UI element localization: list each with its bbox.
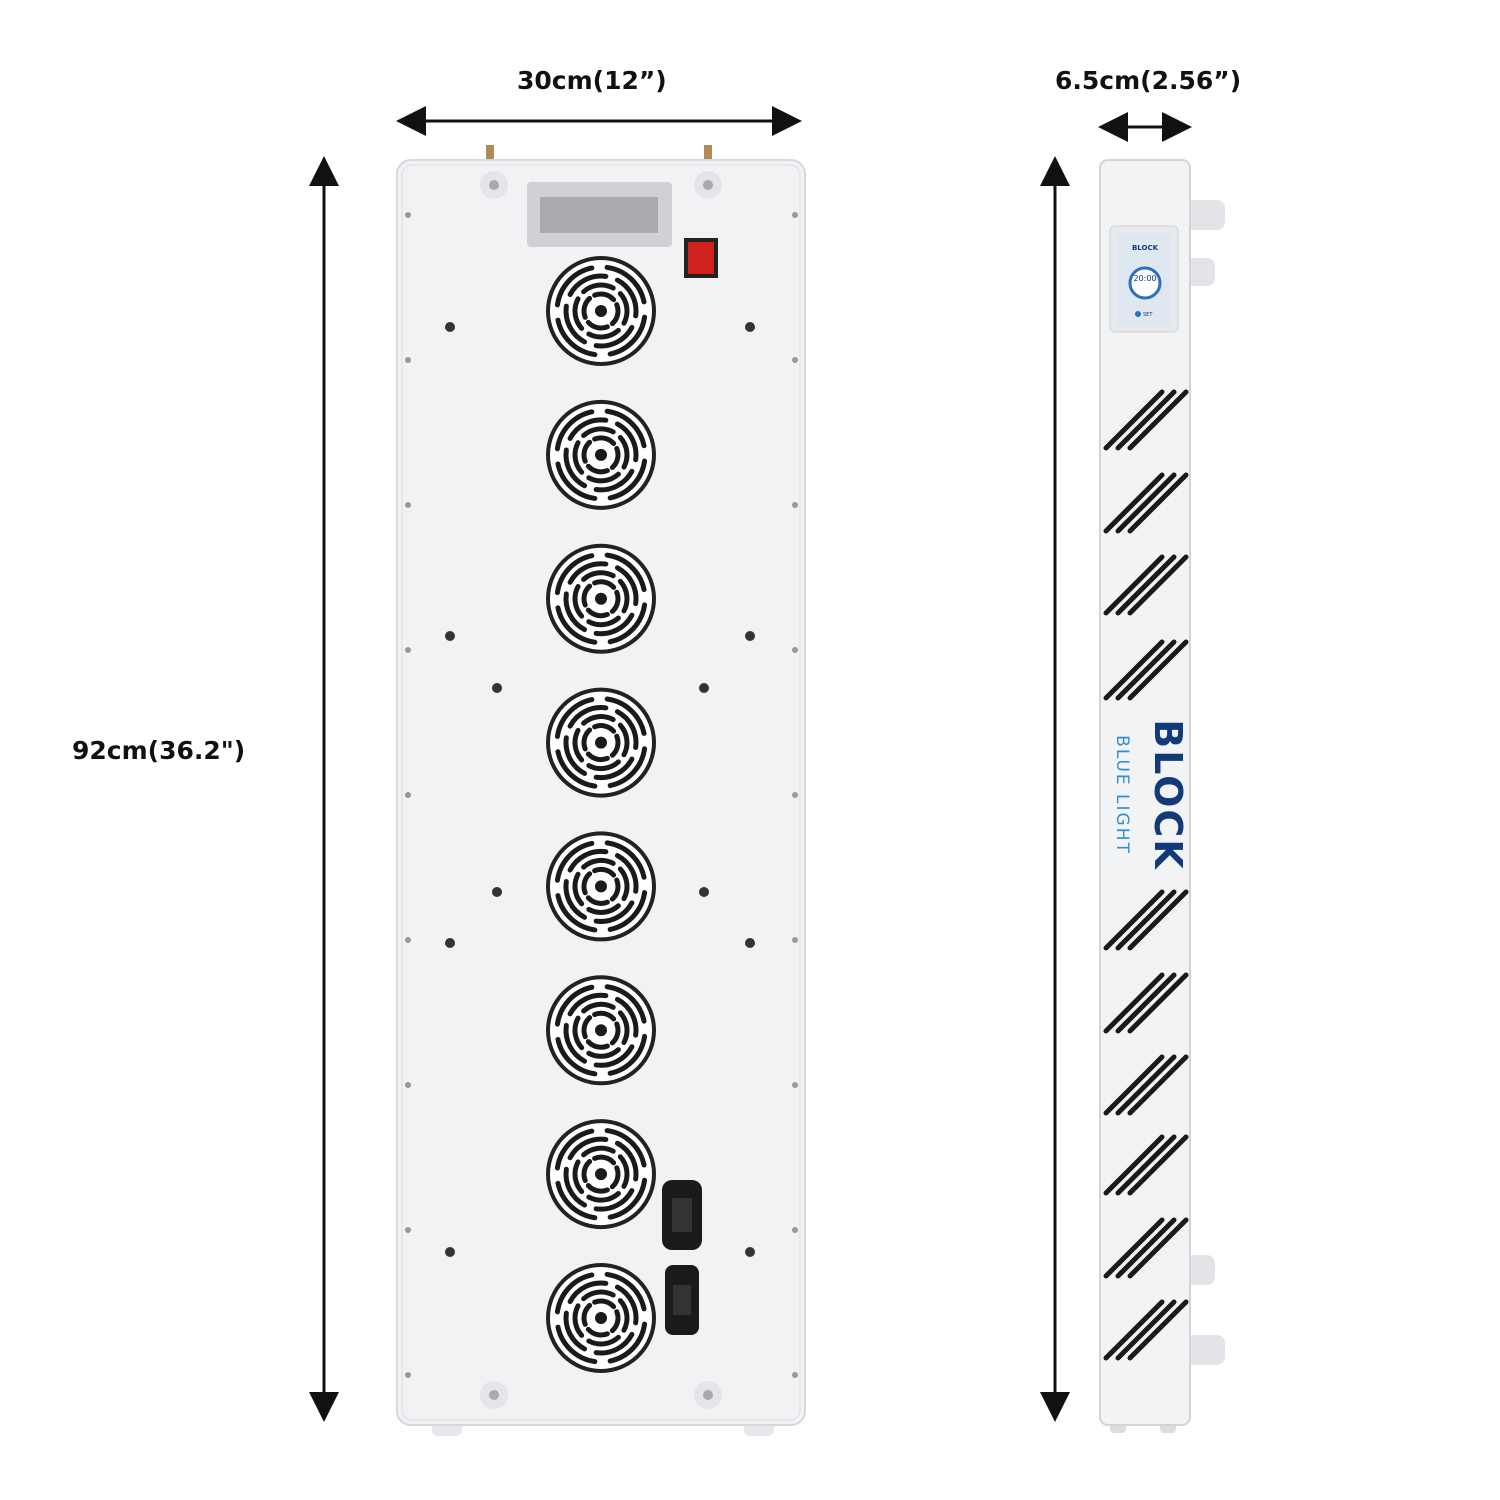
fan-grille-8: [546, 1263, 656, 1373]
display-set-button[interactable]: SET: [1143, 312, 1153, 318]
brand-logo: BLOCK BLUE LIGHT: [1112, 719, 1190, 870]
display-time: 20:00: [1133, 274, 1156, 283]
display-brand: BLOCK: [1132, 244, 1159, 252]
fan-grille-7: [546, 1119, 656, 1230]
side-vent: [1103, 1217, 1189, 1279]
fan-grille-2: [546, 399, 656, 510]
fan-grille-4: [546, 687, 656, 798]
fan-grille-1: [546, 256, 656, 366]
power-inlet-socket[interactable]: [662, 1180, 702, 1250]
screw: [405, 212, 411, 218]
mounting-hole: [745, 938, 755, 948]
screw: [792, 502, 798, 508]
screw: [405, 647, 411, 653]
power-outlet-socket[interactable]: [665, 1265, 699, 1335]
mounting-hole: [745, 1247, 755, 1257]
depth-label: 6.5cm(2.56”): [1055, 66, 1242, 95]
mounting-hole: [445, 631, 455, 641]
screw: [792, 1082, 798, 1088]
width-label: 30cm(12”): [517, 66, 667, 95]
side-vent: [1103, 889, 1189, 951]
power-switch[interactable]: [684, 238, 718, 278]
mounting-hole: [445, 1247, 455, 1257]
screw: [405, 1372, 411, 1378]
mounting-hole: [699, 683, 709, 693]
height-label: 92cm(36.2"): [72, 736, 246, 765]
side-vent: [1103, 389, 1189, 451]
screw: [405, 792, 411, 798]
side-vent: [1103, 472, 1189, 534]
mounting-hole: [699, 887, 709, 897]
side-vent: [1103, 972, 1189, 1034]
screw: [792, 647, 798, 653]
mounting-hole: [445, 322, 455, 332]
control-display[interactable]: 20:00 BLOCK SET: [1109, 225, 1179, 333]
fan-grille-6: [546, 975, 656, 1086]
screw: [405, 357, 411, 363]
screw: [792, 937, 798, 943]
screw: [405, 1082, 411, 1088]
screw: [792, 357, 798, 363]
front-view: [396, 145, 806, 1436]
side-vent: [1103, 1299, 1189, 1361]
side-vent: [1103, 1054, 1189, 1116]
screw: [792, 1372, 798, 1378]
svg-text:BLOCK: BLOCK: [1146, 719, 1190, 870]
side-view: 20:00 BLOCK SET BLOCK BLUE LIGHT: [1099, 159, 1225, 1433]
mounting-hole: [745, 322, 755, 332]
screw: [405, 937, 411, 943]
mounting-hole: [492, 887, 502, 897]
fan-grille-3: [546, 543, 656, 654]
screw: [792, 212, 798, 218]
side-vent: [1103, 639, 1189, 701]
fan-grille-5: [546, 831, 656, 942]
screw: [792, 1227, 798, 1233]
svg-text:BLUE LIGHT: BLUE LIGHT: [1112, 735, 1132, 855]
mounting-hole: [745, 631, 755, 641]
screw: [792, 792, 798, 798]
mounting-hole: [492, 683, 502, 693]
mounting-hole: [445, 938, 455, 948]
side-vent: [1103, 554, 1189, 616]
side-vent: [1103, 1134, 1189, 1196]
screw: [405, 502, 411, 508]
screw: [405, 1227, 411, 1233]
